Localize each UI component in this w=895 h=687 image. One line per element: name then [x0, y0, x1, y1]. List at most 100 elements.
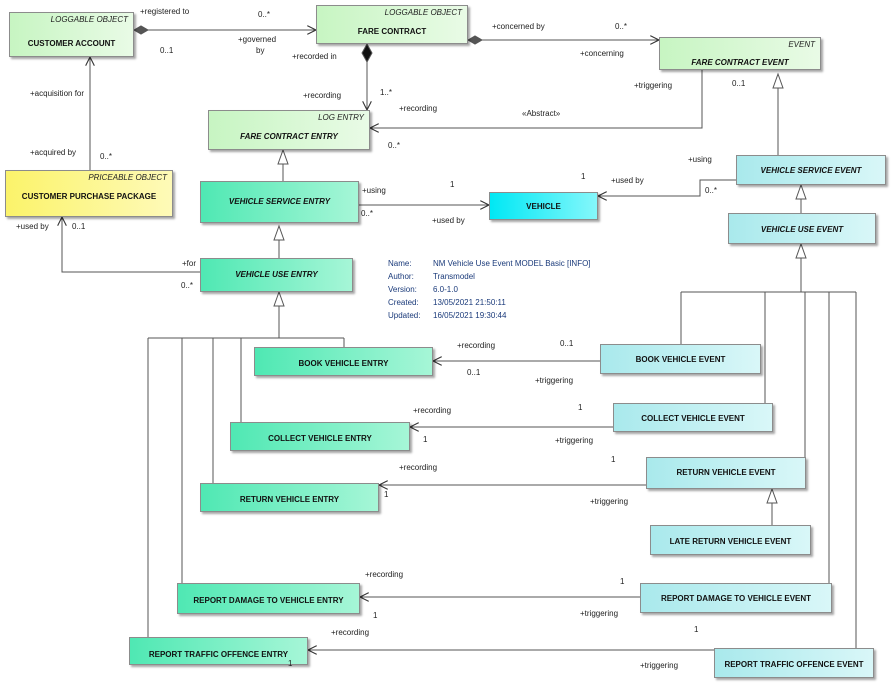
- multiplicity-label: 1: [450, 180, 455, 189]
- return-vehicle-event-class[interactable]: RETURN VEHICLE EVENT: [646, 457, 806, 489]
- vehicle-service-entry-class[interactable]: VEHICLE SERVICE ENTRY: [200, 181, 359, 223]
- class-name: REPORT DAMAGE TO VEHICLE EVENT: [660, 594, 812, 603]
- role-label: +concerning: [580, 49, 624, 58]
- stereotype-label: LOGGABLE OBJECT: [384, 8, 462, 17]
- multiplicity-label: 1: [288, 659, 293, 668]
- info-updated: 16/05/2021 19:30:44: [433, 311, 507, 320]
- stereotype-label: PRICEABLE OBJECT: [88, 173, 167, 182]
- multiplicity-label: 0..1: [732, 79, 746, 88]
- role-label: by: [256, 46, 265, 55]
- vehicle-class[interactable]: VEHICLE: [489, 192, 598, 220]
- role-label: +triggering: [555, 436, 594, 445]
- collect-vehicle-entry-class[interactable]: COLLECT VEHICLE ENTRY: [230, 422, 410, 451]
- customer-purchase-package-class[interactable]: PRICEABLE OBJECT CUSTOMER PURCHASE PACKA…: [5, 170, 173, 217]
- role-label: +triggering: [590, 497, 629, 506]
- multiplicity-label: 0..*: [258, 10, 271, 19]
- report-traffic-event-class[interactable]: REPORT TRAFFIC OFFENCE EVENT: [714, 648, 874, 678]
- multiplicity-label: 1: [620, 577, 625, 586]
- role-label: +using: [362, 186, 386, 195]
- multiplicity-label: 0..*: [100, 152, 113, 161]
- return-vehicle-entry-class[interactable]: RETURN VEHICLE ENTRY: [200, 483, 379, 512]
- class-name: CUSTOMER PURCHASE PACKAGE: [21, 192, 157, 201]
- book-vehicle-entry-class[interactable]: BOOK VEHICLE ENTRY: [254, 347, 433, 376]
- multiplicity-label: 1: [578, 403, 583, 412]
- fare-contract-class[interactable]: LOGGABLE OBJECT FARE CONTRACT: [316, 5, 468, 44]
- multiplicity-label: 0..1: [72, 222, 86, 231]
- stereotype-label: LOG ENTRY: [318, 113, 364, 122]
- multiplicity-label: 0..1: [560, 339, 574, 348]
- role-label: +registered to: [140, 7, 190, 16]
- class-name: VEHICLE SERVICE ENTRY: [228, 197, 331, 206]
- multiplicity-label: 1: [373, 611, 378, 620]
- multiplicity-label: 0..*: [388, 141, 401, 150]
- book-vehicle-event-class[interactable]: BOOK VEHICLE EVENT: [600, 344, 761, 374]
- role-label: +concerned by: [492, 22, 545, 31]
- info-author: Transmodel: [433, 272, 475, 281]
- class-name: VEHICLE USE EVENT: [760, 225, 844, 234]
- info-created: 13/05/2021 21:50:11: [433, 298, 506, 307]
- multiplicity-label: 1..*: [380, 88, 393, 97]
- class-name: CUSTOMER ACCOUNT: [27, 39, 116, 48]
- class-name: FARE CONTRACT: [357, 27, 427, 36]
- multiplicity-label: 1: [611, 455, 616, 464]
- class-name: RETURN VEHICLE EVENT: [676, 468, 776, 477]
- stereotype-label: LOGGABLE OBJECT: [50, 15, 128, 24]
- role-label: +triggering: [535, 376, 574, 385]
- role-label: +using: [688, 155, 712, 164]
- info-key: Updated:: [388, 311, 421, 320]
- class-name: BOOK VEHICLE EVENT: [635, 355, 726, 364]
- multiplicity-label: 1: [581, 172, 586, 181]
- info-key: Author:: [388, 272, 414, 281]
- role-label: +recording: [365, 570, 404, 579]
- role-label: +triggering: [634, 81, 673, 90]
- role-label: +acquisition for: [30, 89, 85, 98]
- info-version: 6.0-1.0: [433, 285, 458, 294]
- multiplicity-label: 0..1: [160, 46, 174, 55]
- info-name: NM Vehicle Use Event MODEL Basic [INFO]: [433, 259, 591, 268]
- class-name: COLLECT VEHICLE ENTRY: [268, 434, 372, 443]
- collect-vehicle-event-class[interactable]: COLLECT VEHICLE EVENT: [613, 403, 773, 432]
- role-label: +used by: [432, 216, 465, 225]
- role-label: +recording: [303, 91, 342, 100]
- class-name: FARE CONTRACT EVENT: [691, 58, 789, 67]
- class-name: VEHICLE: [526, 202, 561, 211]
- info-key: Name:: [388, 259, 412, 268]
- role-label: +recording: [457, 341, 496, 350]
- vehicle-use-event-class[interactable]: VEHICLE USE EVENT: [728, 213, 876, 244]
- class-name: FARE CONTRACT ENTRY: [240, 132, 338, 141]
- fare-contract-entry-class[interactable]: LOG ENTRY FARE CONTRACT ENTRY: [208, 110, 370, 150]
- multiplicity-label: 0..*: [705, 186, 718, 195]
- report-damage-event-class[interactable]: REPORT DAMAGE TO VEHICLE EVENT: [640, 583, 832, 613]
- class-name: BOOK VEHICLE ENTRY: [298, 359, 389, 368]
- info-key: Version:: [388, 285, 417, 294]
- role-label: +recording: [399, 463, 438, 472]
- multiplicity-label: 1: [423, 435, 428, 444]
- role-label: +recording: [331, 628, 370, 637]
- class-name: COLLECT VEHICLE EVENT: [641, 414, 745, 423]
- class-name: VEHICLE SERVICE EVENT: [760, 166, 862, 175]
- role-label: +acquired by: [30, 148, 77, 157]
- class-name: LATE RETURN VEHICLE EVENT: [669, 537, 792, 546]
- class-name: REPORT TRAFFIC OFFENCE EVENT: [724, 660, 864, 669]
- role-label: +used by: [611, 176, 644, 185]
- vehicle-use-entry-class[interactable]: VEHICLE USE ENTRY: [200, 258, 353, 292]
- stereotype-label: «Abstract»: [522, 109, 561, 118]
- class-name: REPORT TRAFFIC OFFENCE ENTRY: [148, 650, 289, 659]
- report-damage-entry-class[interactable]: REPORT DAMAGE TO VEHICLE ENTRY: [177, 583, 360, 614]
- fare-contract-event-class[interactable]: EVENT FARE CONTRACT EVENT: [659, 37, 821, 70]
- role-label: +recording: [413, 406, 452, 415]
- customer-account-class[interactable]: LOGGABLE OBJECT CUSTOMER ACCOUNT: [9, 12, 134, 57]
- vehicle-service-event-class[interactable]: VEHICLE SERVICE EVENT: [736, 155, 886, 185]
- info-key: Created:: [388, 298, 419, 307]
- multiplicity-label: 0..*: [615, 22, 628, 31]
- multiplicity-label: 0..*: [361, 209, 374, 218]
- role-label: +triggering: [640, 661, 679, 670]
- role-label: +triggering: [580, 609, 619, 618]
- report-traffic-entry-class[interactable]: REPORT TRAFFIC OFFENCE ENTRY: [129, 637, 308, 665]
- role-label: +used by: [16, 222, 49, 231]
- role-label: +recording: [399, 104, 438, 113]
- class-name: REPORT DAMAGE TO VEHICLE ENTRY: [193, 596, 344, 605]
- late-return-vehicle-event-class[interactable]: LATE RETURN VEHICLE EVENT: [650, 525, 811, 555]
